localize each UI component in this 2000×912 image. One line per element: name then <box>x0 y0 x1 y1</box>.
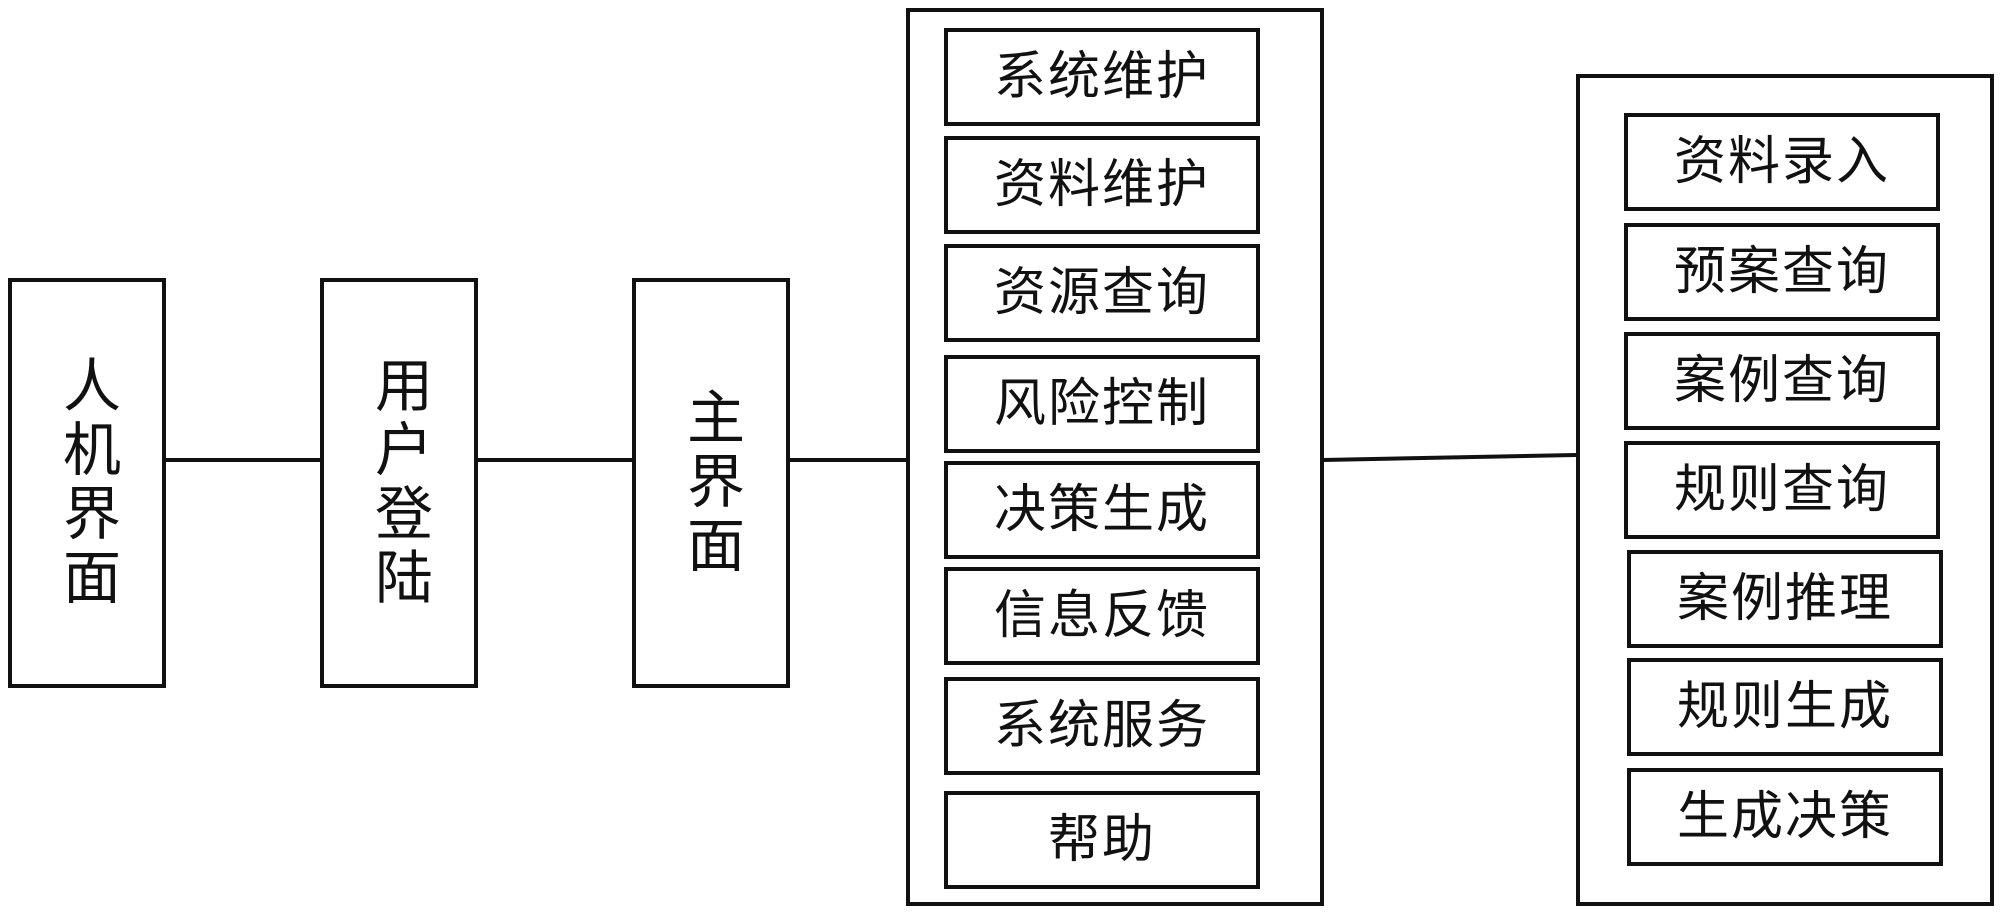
main-menu-item-data-maintenance: 资料维护 <box>944 136 1260 234</box>
connector-menu-submenu <box>1322 453 1577 462</box>
main-menu-item-risk-control: 风险控制 <box>944 355 1260 453</box>
sub-menu-item-case-query: 案例查询 <box>1624 332 1940 430</box>
node-main: 主界面 <box>632 278 790 688</box>
sub-menu-item-rule-query: 规则查询 <box>1624 441 1940 539</box>
main-menu-item-help: 帮助 <box>944 791 1260 889</box>
sub-menu-item-plan-query: 预案查询 <box>1624 223 1940 321</box>
main-menu-item-decision-generation: 决策生成 <box>944 461 1260 559</box>
node-main-label: 主界面 <box>677 387 745 579</box>
sub-menu-item-case-reasoning: 案例推理 <box>1627 550 1943 648</box>
sub-menu-item-generate-decision: 生成决策 <box>1627 768 1943 866</box>
node-login-label: 用户登陆 <box>365 355 433 611</box>
sub-menu-item-rule-generation: 规则生成 <box>1627 658 1943 756</box>
main-menu-item-resource-query: 资源查询 <box>944 244 1260 342</box>
main-menu-item-system-service: 系统服务 <box>944 677 1260 775</box>
node-hmi: 人机界面 <box>8 278 166 688</box>
main-menu-item-feedback: 信息反馈 <box>944 567 1260 665</box>
node-hmi-label: 人机界面 <box>53 355 121 611</box>
main-menu-item-system-maintenance: 系统维护 <box>944 28 1260 126</box>
sub-menu-item-data-entry: 资料录入 <box>1624 113 1940 211</box>
node-login: 用户登陆 <box>320 278 478 688</box>
